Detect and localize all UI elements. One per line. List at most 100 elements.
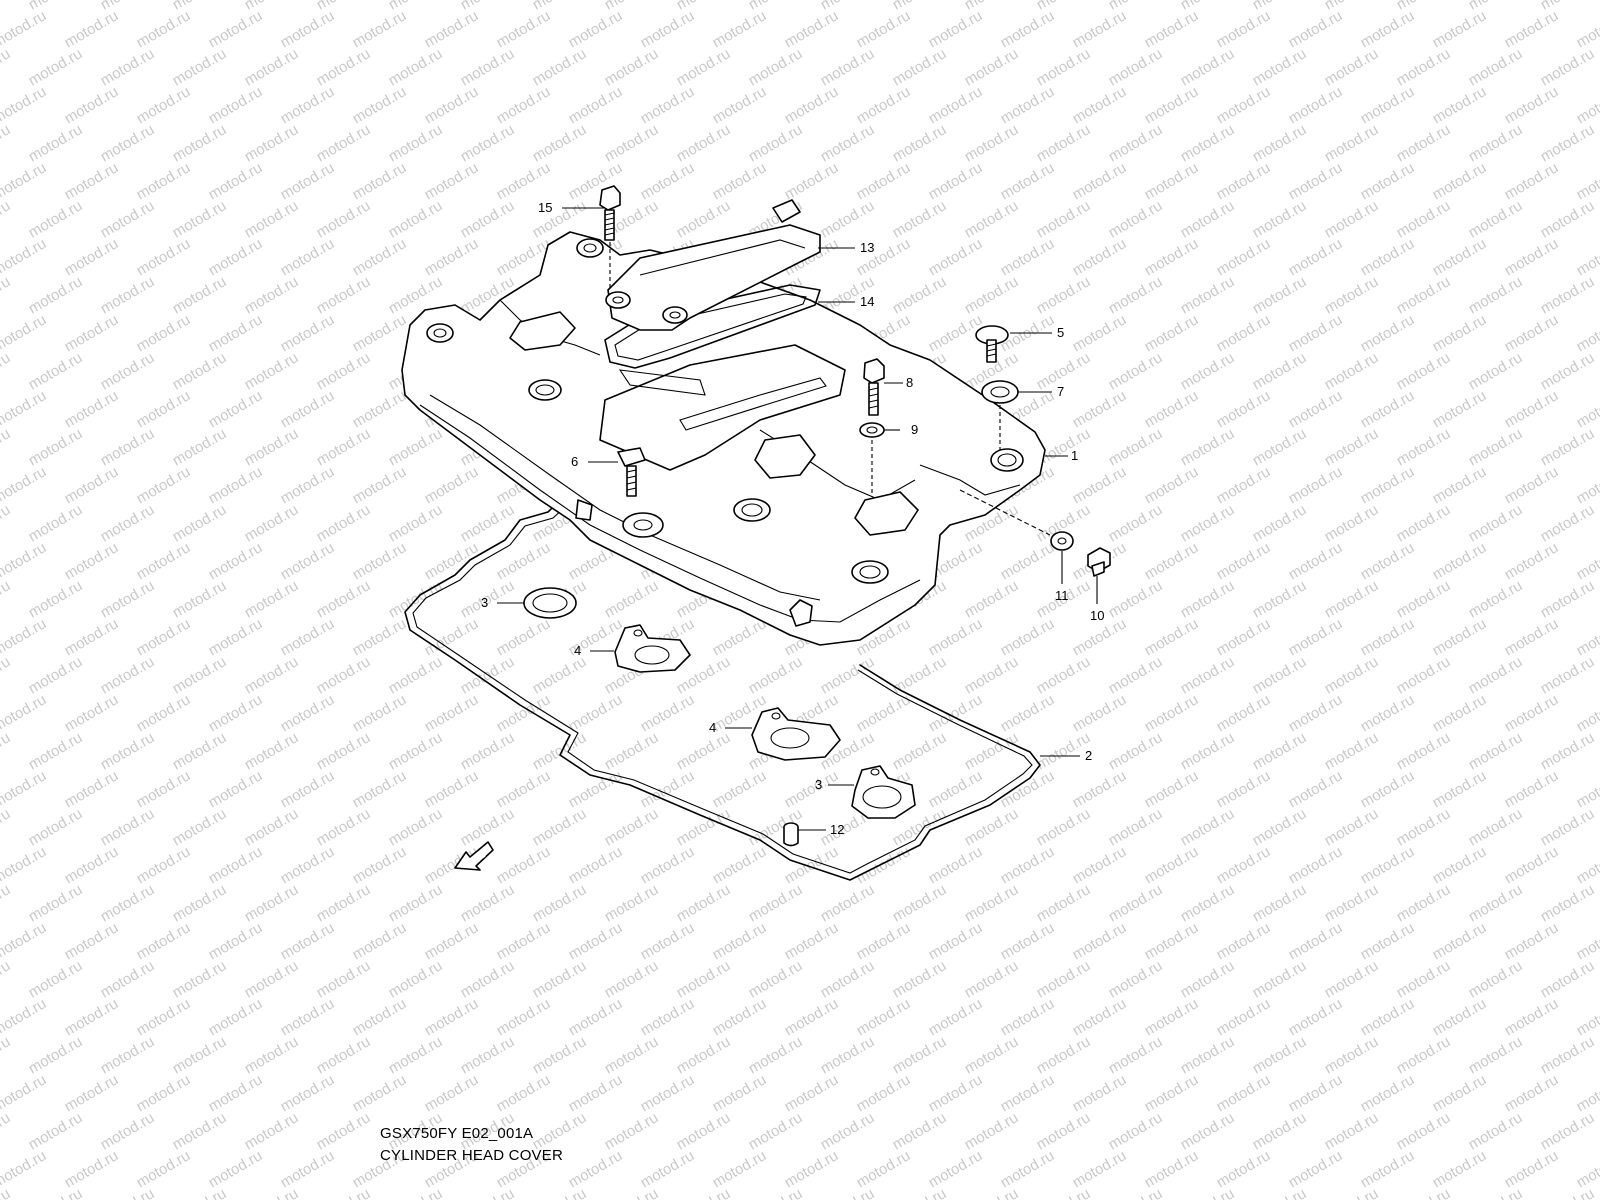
watermark-text: motod.ru [1178, 653, 1238, 697]
watermark-text: motod.ru [62, 159, 122, 203]
watermark-text: motod.ru [62, 1071, 122, 1115]
watermark-text: motod.ru [674, 957, 734, 1001]
watermark-text: motod.ru [1250, 653, 1310, 697]
watermark-text: motod.ru [314, 1033, 374, 1077]
watermark-text: motod.ru [314, 121, 374, 165]
watermark-text: motod.ru [314, 1185, 374, 1200]
watermark-text: motod.ru [62, 691, 122, 735]
watermark-text: motod.ru [1538, 1185, 1598, 1200]
watermark-text: motod.ru [1358, 463, 1418, 507]
watermark-text: motod.ru [206, 843, 266, 887]
watermark-text: motod.ru [1106, 1033, 1166, 1077]
watermark-text: motod.ru [0, 1185, 13, 1200]
watermark-text: motod.ru [1502, 83, 1562, 127]
watermark-text: motod.ru [1322, 273, 1382, 317]
watermark-text: motod.ru [1142, 691, 1202, 735]
watermark-text: motod.ru [386, 805, 446, 849]
watermark-text: motod.ru [530, 1033, 590, 1077]
watermark-text: motod.ru [170, 729, 230, 773]
watermark-text: motod.ru [1214, 995, 1274, 1039]
watermark-text: motod.ru [890, 273, 950, 317]
watermark-text: motod.ru [890, 1109, 950, 1153]
watermark-text: motod.ru [782, 919, 842, 963]
watermark-text: motod.ru [314, 1109, 374, 1153]
watermark-text: motod.ru [1286, 691, 1346, 735]
watermark-text: motod.ru [602, 121, 662, 165]
watermark-text: motod.ru [1394, 197, 1454, 241]
watermark-text: motod.ru [1394, 45, 1454, 89]
watermark-text: motod.ru [602, 805, 662, 849]
watermark-text: motod.ru [530, 729, 590, 773]
watermark-text: motod.ru [1430, 311, 1490, 355]
watermark-text: motod.ru [926, 843, 986, 887]
watermark-text: motod.ru [1394, 653, 1454, 697]
watermark-text: motod.ru [1358, 159, 1418, 203]
watermark-text: motod.ru [170, 577, 230, 621]
watermark-text: motod.ru [818, 1033, 878, 1077]
watermark-text: motod.ru [998, 843, 1058, 887]
watermark-text: motod.ru [1178, 1033, 1238, 1077]
callout-15: 15 [538, 200, 552, 215]
watermark-text: motod.ru [170, 1185, 230, 1200]
watermark-text: motod.ru [350, 1071, 410, 1115]
watermark-text: motod.ru [1142, 843, 1202, 887]
watermark-text: motod.ru [422, 919, 482, 963]
watermark-text: motod.ru [1466, 1033, 1526, 1077]
watermark-text: motod.ru [638, 919, 698, 963]
watermark-text: motod.ru [638, 995, 698, 1039]
watermark-text: motod.ru [782, 159, 842, 203]
watermark-text: motod.ru [458, 881, 518, 925]
watermark-text: motod.ru [1322, 805, 1382, 849]
watermark-text: motod.ru [494, 767, 554, 811]
watermark-text: motod.ru [1286, 539, 1346, 583]
watermark-text: motod.ru [1538, 273, 1598, 317]
watermark-text: motod.ru [1214, 387, 1274, 431]
watermark-text: motod.ru [854, 919, 914, 963]
watermark-text: motod.ru [1142, 387, 1202, 431]
watermark-text: motod.ru [458, 121, 518, 165]
watermark-text: motod.ru [314, 425, 374, 469]
watermark-text: motod.ru [26, 957, 86, 1001]
seal-3-upper [523, 587, 577, 619]
watermark-text: motod.ru [458, 729, 518, 773]
watermark-text: motod.ru [674, 197, 734, 241]
watermark-text: motod.ru [350, 767, 410, 811]
watermark-text: motod.ru [1286, 83, 1346, 127]
watermark-text: motod.ru [818, 1185, 878, 1200]
watermark-text: motod.ru [890, 957, 950, 1001]
watermark-text: motod.ru [1070, 235, 1130, 279]
watermark-text: motod.ru [170, 805, 230, 849]
watermark-text: motod.ru [0, 843, 49, 887]
watermark-text: motod.ru [1142, 767, 1202, 811]
watermark-text: motod.ru [530, 121, 590, 165]
watermark-text: motod.ru [1574, 919, 1600, 963]
watermark-text: motod.ru [962, 45, 1022, 89]
watermark-text: motod.ru [1106, 805, 1166, 849]
watermark-text: motod.ru [314, 349, 374, 393]
watermark-text: motod.ru [602, 1185, 662, 1200]
watermark-text: motod.ru [1358, 387, 1418, 431]
watermark-text: motod.ru [1466, 197, 1526, 241]
watermark-text: motod.ru [962, 805, 1022, 849]
watermark-text: motod.ru [1466, 577, 1526, 621]
watermark-text: motod.ru [278, 995, 338, 1039]
watermark-text: motod.ru [1286, 159, 1346, 203]
watermark-text: motod.ru [1250, 121, 1310, 165]
watermark-text: motod.ru [1142, 463, 1202, 507]
watermark-text: motod.ru [818, 45, 878, 89]
watermark-text: motod.ru [1430, 919, 1490, 963]
watermark-text: motod.ru [1466, 881, 1526, 925]
watermark-text: motod.ru [206, 767, 266, 811]
watermark-text: motod.ru [0, 45, 13, 89]
watermark-text: motod.ru [1070, 311, 1130, 355]
watermark-text: motod.ru [1214, 539, 1274, 583]
watermark-text: motod.ru [1142, 83, 1202, 127]
watermark-text: motod.ru [1142, 7, 1202, 51]
watermark-text: motod.ru [854, 995, 914, 1039]
watermark-text: motod.ru [1286, 1071, 1346, 1115]
watermark-text: motod.ru [1322, 121, 1382, 165]
watermark-text: motod.ru [1214, 311, 1274, 355]
watermark-text: motod.ru [242, 501, 302, 545]
watermark-text: motod.ru [1142, 919, 1202, 963]
watermark-text: motod.ru [1250, 805, 1310, 849]
